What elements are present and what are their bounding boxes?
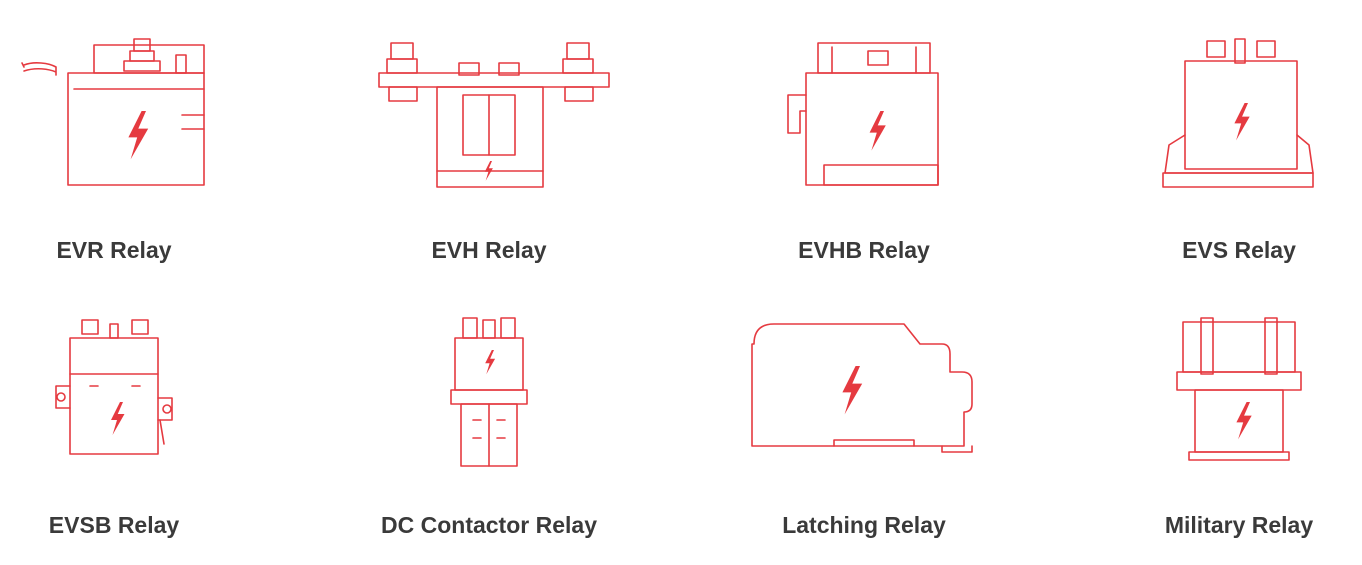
product-label: EVHB Relay xyxy=(798,237,930,263)
product-label: EVH Relay xyxy=(431,237,547,263)
product-card-evh-relay[interactable]: EVH Relay xyxy=(339,15,639,290)
evs-relay-icon xyxy=(1162,38,1314,188)
dc-contactor-relay-icon xyxy=(450,317,528,467)
latching-relay-icon xyxy=(751,323,973,453)
military-relay-icon xyxy=(1176,317,1302,461)
product-card-latching-relay[interactable]: Latching Relay xyxy=(714,290,1014,565)
product-label: Military Relay xyxy=(1164,512,1314,538)
evr-relay-icon xyxy=(21,38,205,186)
evh-relay-icon xyxy=(378,42,610,188)
product-card-military-relay[interactable]: Military Relay xyxy=(1089,290,1362,565)
product-card-dc-contactor-relay[interactable]: DC Contactor Relay xyxy=(339,290,639,565)
product-label: EVSB Relay xyxy=(48,512,180,538)
product-card-evsb-relay[interactable]: EVSB Relay xyxy=(0,290,264,565)
evhb-relay-icon xyxy=(787,42,939,186)
product-card-evr-relay[interactable]: EVR Relay xyxy=(0,15,264,290)
product-label: Latching Relay xyxy=(782,512,946,538)
product-label: DC Contactor Relay xyxy=(381,512,597,538)
product-label: EVS Relay xyxy=(1182,237,1296,263)
product-label: EVR Relay xyxy=(56,237,172,263)
product-card-evs-relay[interactable]: EVS Relay xyxy=(1089,15,1362,290)
evsb-relay-icon xyxy=(55,319,173,455)
product-card-evhb-relay[interactable]: EVHB Relay xyxy=(714,15,1014,290)
